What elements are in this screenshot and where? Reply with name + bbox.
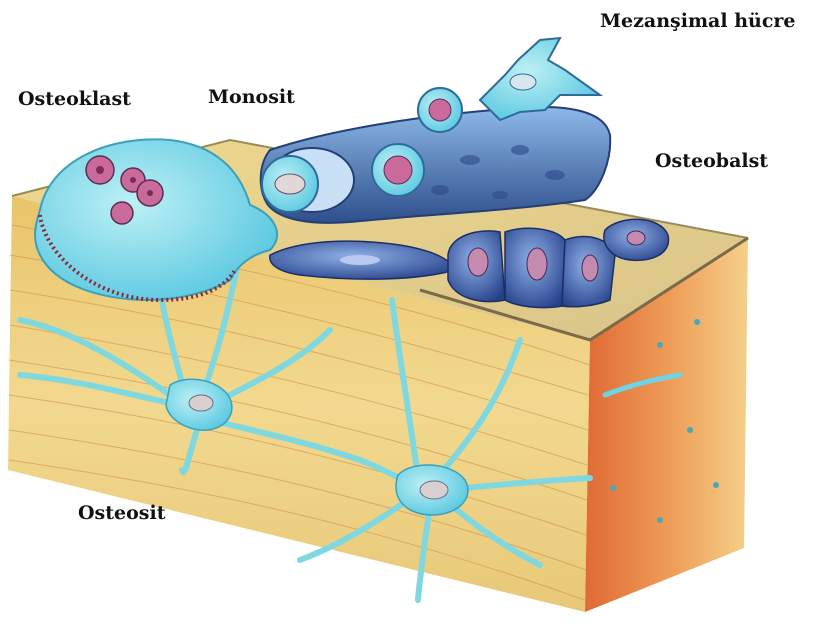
monocyte-cell-3 [418,88,462,132]
label-osteoklast: Osteoklast [18,88,131,110]
label-osteoblast: Osteobalst [655,150,768,172]
monocyte-cell-1 [262,156,318,212]
osteocyte-cell-2 [396,465,468,515]
label-mezansimal-hucre: Mezanşimal hücre [600,10,796,32]
mesenchymal-cell [480,38,600,120]
label-monosit: Monosit [208,86,295,108]
label-osteosit: Osteosit [78,502,165,524]
monocyte-cell-2 [372,144,424,196]
